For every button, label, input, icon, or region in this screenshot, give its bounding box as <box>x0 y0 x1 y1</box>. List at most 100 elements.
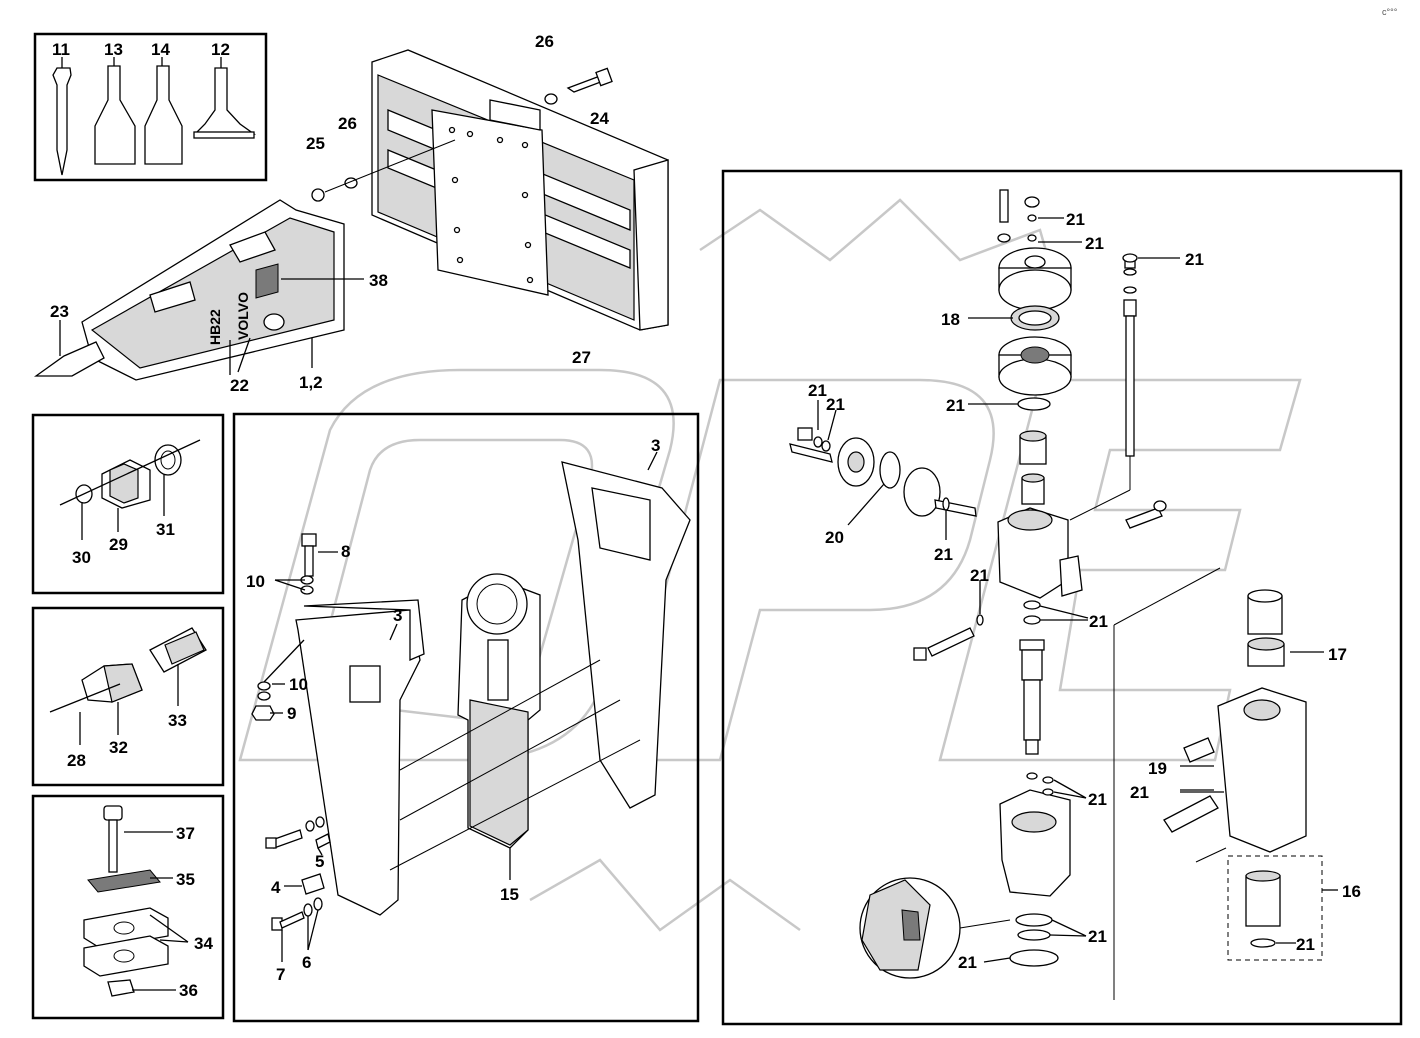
o-ring-mid-a <box>1023 600 1041 610</box>
label-26-left: 26 <box>338 114 357 133</box>
decal-model-text: HB22 <box>207 309 223 345</box>
label-32: 32 <box>109 738 128 757</box>
label-28: 28 <box>67 751 86 770</box>
clamp-frame <box>31 794 225 1020</box>
seal-bottom <box>1009 949 1059 967</box>
plug-19 <box>1183 737 1215 763</box>
lower-body <box>999 772 1071 897</box>
label-23: 23 <box>50 302 69 321</box>
label-24: 24 <box>590 109 609 128</box>
label-9: 9 <box>287 704 296 723</box>
label-21-m: 21 <box>1296 935 1315 954</box>
valve-20 <box>837 437 977 517</box>
label-15: 15 <box>500 885 519 904</box>
label-31: 31 <box>156 520 175 539</box>
spring-assembly <box>913 614 984 661</box>
tool-blunt-13 <box>94 65 136 165</box>
head-flange <box>998 247 1072 311</box>
mounting-bracket <box>371 49 669 331</box>
washer-10-bottom-b <box>257 691 271 701</box>
watermark <box>238 198 1302 932</box>
dashed-box-16 <box>1227 855 1323 961</box>
label-25: 25 <box>306 134 325 153</box>
side-plate-right <box>561 461 691 809</box>
washer-25 <box>311 188 325 202</box>
detail-magnifier <box>859 877 1011 979</box>
label-7: 7 <box>276 965 285 984</box>
label-21-a: 21 <box>1066 210 1085 229</box>
washer-6a <box>303 903 313 917</box>
label-21-h: 21 <box>970 566 989 585</box>
label-21-l: 21 <box>1088 927 1107 946</box>
label-21-e: 21 <box>826 395 845 414</box>
hammer-body <box>81 199 345 381</box>
o-ring-bottom-a <box>1015 913 1053 927</box>
label-14: 14 <box>151 40 170 59</box>
decal-brand-text: VOLVO <box>235 292 251 340</box>
o-ring-bottom-b <box>1017 929 1051 941</box>
label-19: 19 <box>1148 759 1167 778</box>
nut-36 <box>107 979 135 997</box>
fitting-33 <box>149 627 207 673</box>
label-6: 6 <box>302 953 311 972</box>
o-ring-left-core <box>942 497 950 511</box>
label-17: 17 <box>1328 645 1347 664</box>
label-35: 35 <box>176 870 195 889</box>
seal-18-inner <box>1018 310 1052 326</box>
label-13: 13 <box>104 40 123 59</box>
label-11: 11 <box>52 40 70 59</box>
tool-blunt-14 <box>144 65 183 165</box>
label-21-n: 21 <box>958 953 977 972</box>
sleeve-upper <box>1019 430 1047 465</box>
frame-mount-frame <box>232 412 700 1023</box>
label-22: 22 <box>230 376 249 395</box>
label-30: 30 <box>72 548 91 567</box>
label-21-b: 21 <box>1085 234 1104 253</box>
label-1-2: 1,2 <box>299 373 323 392</box>
label-21-k: 21 <box>1088 790 1107 809</box>
label-34: 34 <box>194 934 213 953</box>
label-21-f: 21 <box>946 396 965 415</box>
o-ring-mid <box>1017 397 1051 411</box>
washer-26-top <box>544 93 558 105</box>
side-housing <box>1163 687 1307 853</box>
washer-10-top-b <box>300 585 314 595</box>
bolt-left-core <box>789 427 833 463</box>
corner-mark: c°°° <box>1382 7 1398 17</box>
bracket-bolts <box>448 126 534 284</box>
label-38: 38 <box>369 271 388 290</box>
label-16: 16 <box>1342 882 1361 901</box>
label-26-top: 26 <box>535 32 554 51</box>
label-29: 29 <box>109 535 128 554</box>
piston-16 <box>1245 870 1281 927</box>
washer-6b <box>313 897 323 911</box>
label-21-i: 21 <box>1089 612 1108 631</box>
label-21-c: 21 <box>1185 250 1204 269</box>
label-10-bottom: 10 <box>289 675 308 694</box>
pin-5 <box>315 833 331 849</box>
side-plate-left <box>295 599 425 916</box>
label-37: 37 <box>176 824 195 843</box>
o-ring-rod-top <box>1122 253 1138 263</box>
label-20: 20 <box>825 528 844 547</box>
label-21-j: 21 <box>1130 783 1149 802</box>
decal-model: HB22 <box>207 309 223 345</box>
label-3-right: 3 <box>651 436 660 455</box>
tool-plate-12 <box>193 67 257 139</box>
cap-top <box>997 189 1040 243</box>
plug-side <box>1125 500 1167 529</box>
pin-4 <box>301 873 325 895</box>
plate-35 <box>87 869 161 893</box>
label-4: 4 <box>271 878 281 897</box>
washer-10-bottom <box>257 681 271 691</box>
clamp-34 <box>83 907 169 977</box>
decal-brand: VOLVO <box>235 292 251 340</box>
bolt-7 <box>271 911 305 931</box>
label-12: 12 <box>211 40 230 59</box>
tools-frame <box>33 32 268 182</box>
washer-rod-1 <box>1123 268 1137 276</box>
bolt-8 <box>301 533 317 577</box>
o-ring-mid-b <box>1023 615 1041 625</box>
bolt-37 <box>103 805 123 873</box>
